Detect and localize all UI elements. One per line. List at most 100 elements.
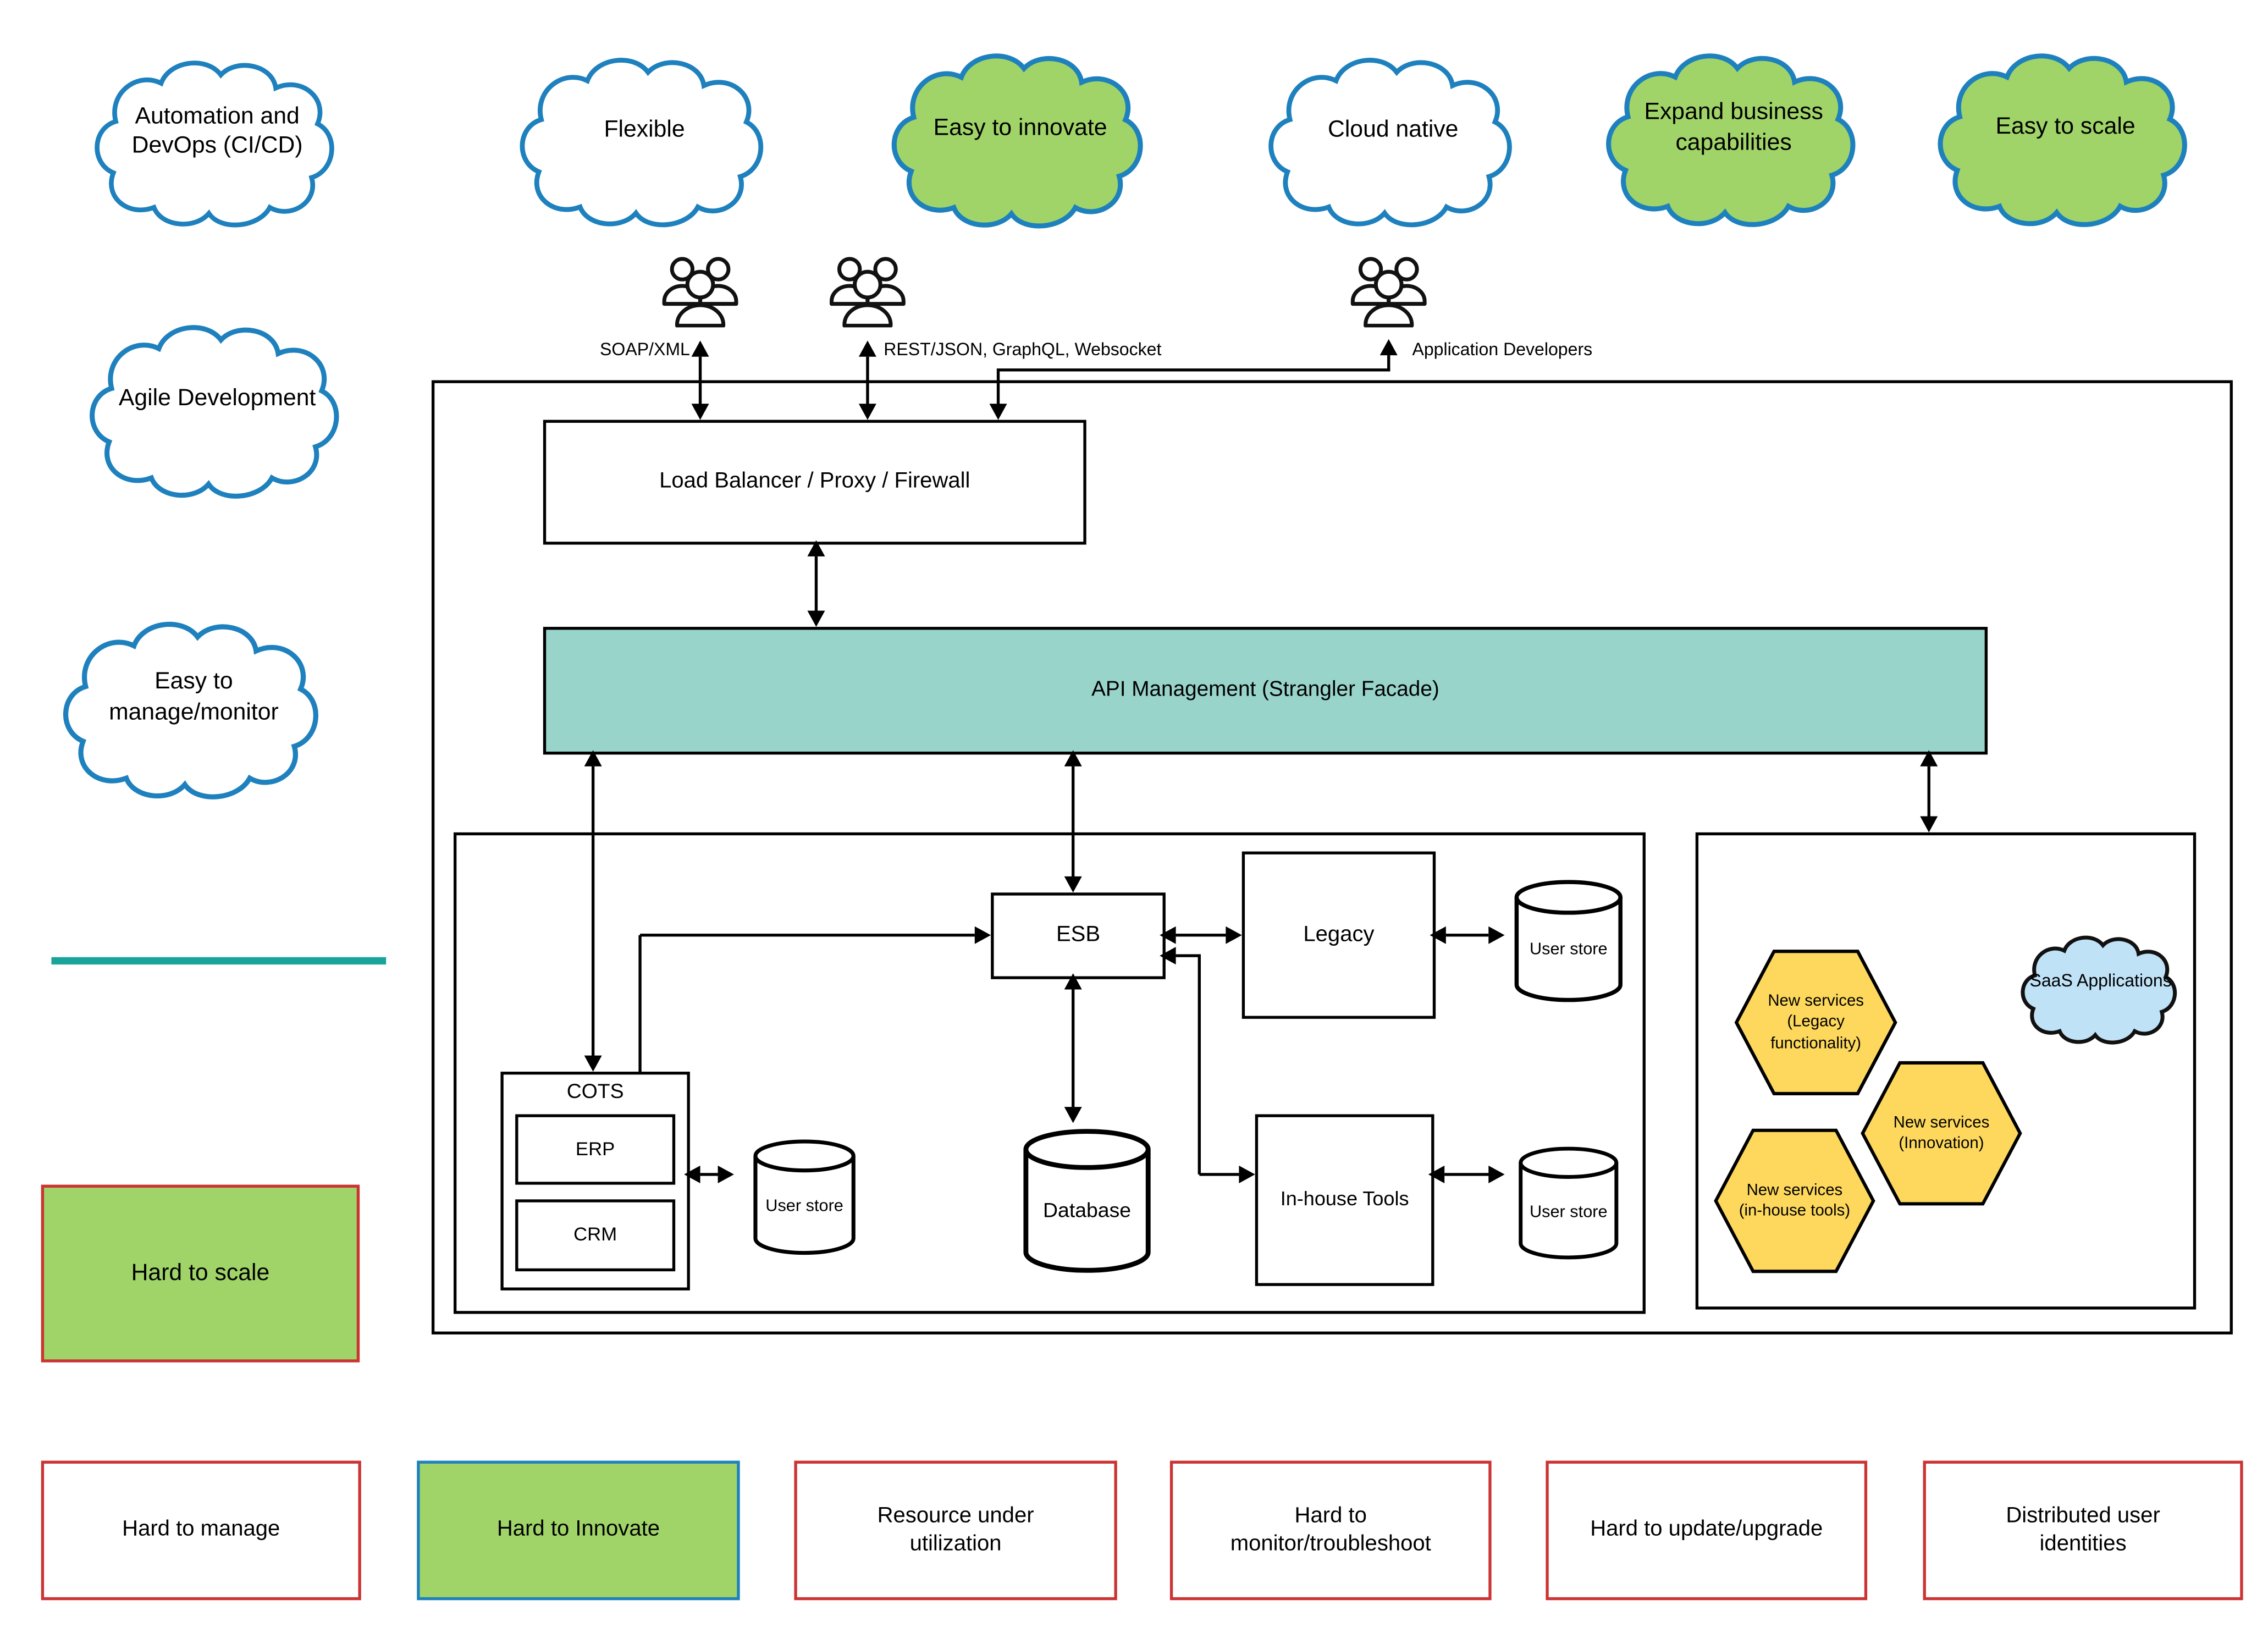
status-label: Hard to update/upgrade <box>1590 1516 1823 1542</box>
legacy-environment-box <box>453 832 1646 1314</box>
hard-to-innovate-box: Hard to Innovate <box>417 1460 740 1601</box>
cloud-label: Easy to manage/monitor <box>109 669 279 725</box>
hexagon-label: New services (Legacy functionality) <box>1768 992 1864 1052</box>
legacy-box: Legacy <box>1241 851 1436 1019</box>
saas-label: SaaS Applications <box>2029 970 2172 991</box>
connector-line <box>866 356 869 407</box>
cloud-label: Cloud native <box>1327 117 1459 142</box>
new-services-innovation-hexagon: New services (Innovation) <box>1858 1054 2024 1212</box>
arrowhead <box>1430 926 1446 944</box>
teal-divider-line <box>51 957 387 965</box>
arrowhead <box>807 610 825 627</box>
cloud-label: Easy to scale <box>1995 114 2135 140</box>
users-icon <box>826 252 909 327</box>
cloud-label: Expand business capabilities <box>1644 100 1823 155</box>
connector-line <box>1176 934 1226 937</box>
hard-to-scale-box: Hard to scale <box>41 1184 360 1363</box>
arrowhead <box>684 1165 700 1183</box>
arrowhead <box>1920 750 1938 766</box>
connector-line <box>640 934 975 937</box>
arrowhead <box>584 750 602 766</box>
users-icon <box>1348 252 1430 327</box>
cloud-agile-development: Agile Development <box>76 320 358 506</box>
modern-environment-box <box>1695 832 2197 1310</box>
arrowhead <box>1428 1165 1445 1183</box>
saas-applications-cloud: SaaS Applications <box>2016 923 2186 1058</box>
cots-title: COTS <box>566 1079 624 1103</box>
cloud-label: Agile Development <box>118 386 316 412</box>
user-store-cots-cylinder: User store <box>734 1135 875 1260</box>
arrowhead <box>1379 339 1398 356</box>
new-services-inhouse-hexagon: New services (in-house tools) <box>1712 1122 1878 1280</box>
erp-label: ERP <box>575 1137 615 1160</box>
in-house-tools-label: In-house Tools <box>1280 1188 1409 1210</box>
cloud-automation-devops: Automation and DevOps (CI/CD) <box>76 56 358 235</box>
arrowhead <box>807 540 825 556</box>
arrowhead <box>1160 947 1176 965</box>
cloud-expand-business: Expand business capabilities <box>1594 48 1873 235</box>
connector-line <box>1176 954 1200 957</box>
database-cylinder: Database <box>1003 1123 1172 1278</box>
distributed-identities-box: Distributed user identities <box>1923 1460 2243 1601</box>
arrowhead <box>1226 926 1242 944</box>
connector-line <box>814 556 818 613</box>
connector-line <box>1072 766 1075 878</box>
arrowhead <box>989 404 1007 420</box>
hard-to-scale-label: Hard to scale <box>131 1260 270 1286</box>
erp-box: ERP <box>515 1114 676 1185</box>
connector-line <box>1927 766 1930 818</box>
user-store-inhouse-cylinder: User store <box>1505 1142 1632 1264</box>
legacy-label: Legacy <box>1303 921 1375 947</box>
arrowhead <box>1064 750 1082 766</box>
status-label: Hard to manage <box>122 1516 280 1542</box>
arrowhead <box>584 1055 602 1072</box>
cloud-cloud-native: Cloud native <box>1254 53 1532 235</box>
cloud-label: Flexible <box>604 117 685 142</box>
actor-label-soap-xml: SOAP/XML <box>600 339 690 360</box>
arrowhead <box>1064 876 1082 893</box>
connector-line <box>996 368 1390 372</box>
arrowhead <box>1488 1165 1505 1183</box>
hexagon-label: New services (Innovation) <box>1893 1113 1990 1152</box>
arrowhead <box>1488 926 1505 944</box>
cots-box: COTS ERP CRM <box>500 1072 690 1290</box>
status-label: Hard to monitor/troubleshoot <box>1230 1503 1431 1556</box>
esb-box: ESB <box>991 892 1166 979</box>
connector-line <box>996 371 1000 407</box>
arrowhead <box>1239 1165 1255 1183</box>
crm-box: CRM <box>515 1199 676 1272</box>
actor-label-app-developers: Application Developers <box>1412 339 1593 360</box>
connector-line <box>1198 954 1201 1174</box>
cloud-easy-to-scale: Easy to scale <box>1926 48 2205 235</box>
status-label: Distributed user identities <box>2006 1503 2160 1556</box>
connector-line <box>1199 1173 1239 1176</box>
arrowhead <box>691 404 709 420</box>
cloud-label: Automation and DevOps (CI/CD) <box>131 103 303 159</box>
users-icon <box>659 252 742 327</box>
esb-label: ESB <box>1056 922 1101 947</box>
connector-line <box>1387 355 1390 372</box>
connector-line <box>638 935 642 1072</box>
connector-line <box>1444 1173 1490 1176</box>
connector-line <box>698 356 702 407</box>
user-store-label: User store <box>1529 941 1608 959</box>
load-balancer-label: Load Balancer / Proxy / Firewall <box>659 468 970 494</box>
load-balancer-box: Load Balancer / Proxy / Firewall <box>543 420 1086 545</box>
api-management-label: API Management (Strangler Facade) <box>1091 679 1439 703</box>
actor-label-rest-json: REST/JSON, GraphQL, Websocket <box>884 339 1162 360</box>
hard-to-update-box: Hard to update/upgrade <box>1546 1460 1868 1601</box>
arrowhead <box>974 926 991 944</box>
new-services-legacy-hexagon: New services (Legacy functionality) <box>1732 944 1899 1101</box>
arrowhead <box>1064 973 1082 990</box>
status-label: Hard to Innovate <box>496 1516 660 1542</box>
hexagon-label: New services (in-house tools) <box>1739 1181 1851 1220</box>
user-store-label: User store <box>765 1197 843 1215</box>
api-management-box: API Management (Strangler Facade) <box>543 627 1988 755</box>
status-label: Resource under utilization <box>877 1503 1034 1556</box>
connector-line <box>591 766 595 1057</box>
arrowhead <box>718 1165 734 1183</box>
arrowhead <box>1160 926 1176 944</box>
arrowhead <box>1064 1107 1082 1123</box>
